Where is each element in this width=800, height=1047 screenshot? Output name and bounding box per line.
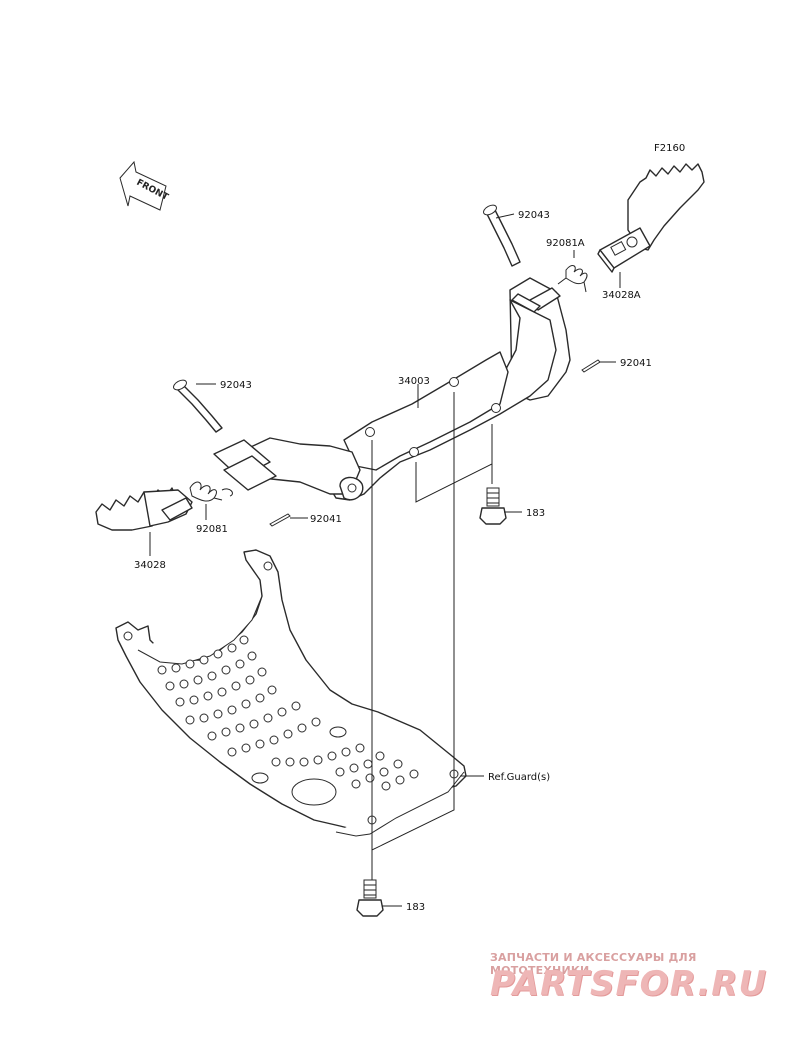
label-spring-left: 92081 [196,524,228,535]
cotter-pin-right [581,359,601,373]
spring-left [189,481,233,502]
footpeg-right [597,163,705,273]
label-bracket: 34003 [398,376,430,387]
cotter-pin-left [269,513,291,527]
label-cotter-left: 92041 [310,514,342,525]
pin-left [173,379,223,433]
label-pin-left: 92043 [220,380,252,391]
footpeg-bracket [213,277,571,501]
watermark-brand: PARTSFOR.RU [490,964,768,1004]
skid-plate-guard [115,549,467,837]
pin-right [483,204,521,267]
label-peg-left: 34028 [134,560,166,571]
label-pin-right: 92043 [518,210,550,221]
spring-right [557,265,588,293]
label-bolt-bottom: 183 [406,902,425,913]
label-guard-ref: Ref.Guard(s) [488,772,550,783]
perforation-holes [157,635,419,791]
label-bolt-top: 183 [526,508,545,519]
bolt-top [479,487,507,525]
front-arrow-icon: FRONT [119,160,170,211]
footpeg-left [95,487,193,531]
bolt-bottom [356,879,384,917]
label-cotter-right: 92041 [620,358,652,369]
leader-lines [149,213,621,907]
figure-code: F2160 [654,143,685,154]
watermark-tagline: ЗАПЧАСТИ И АКСЕССУАРЫ ДЛЯ МОТОТЕХНИКИ [490,951,697,977]
label-peg-right: 34028A [602,290,641,301]
label-spring-right: 92081A [546,238,585,249]
